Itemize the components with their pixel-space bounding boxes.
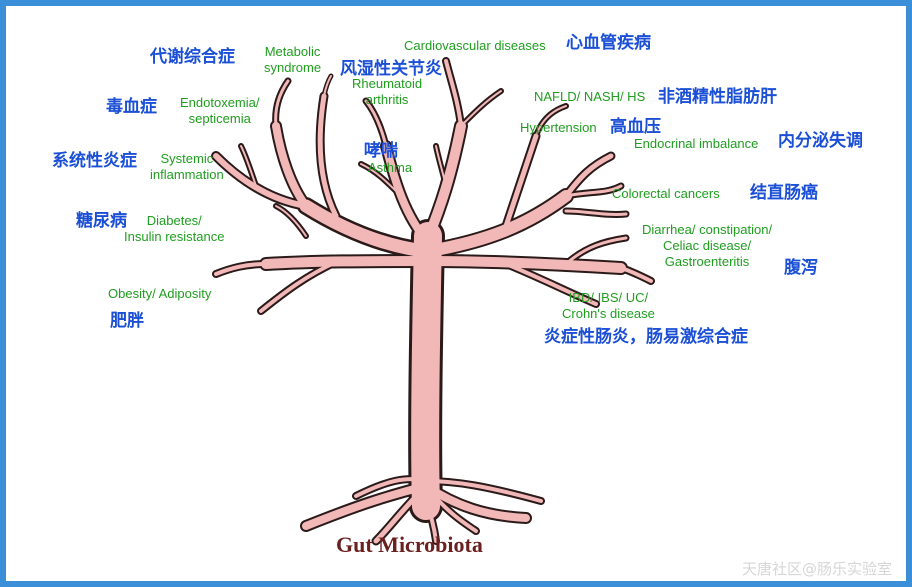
label-asthma-en: Asthma	[368, 160, 413, 175]
label-rheumatoid-zh: 风湿性关节炎	[340, 59, 442, 79]
label-ibd-en: IBD/ IBS/ UC/Crohn's disease	[562, 290, 655, 321]
watermark: 天唐社区@肠乐实验室	[741, 560, 892, 578]
label-metabolic-syndrome-zh: 代谢综合症	[150, 47, 235, 67]
label-nafld-zh: 非酒精性脂肪肝	[658, 87, 777, 107]
label-diabetes-en: Diabetes/Insulin resistance	[124, 213, 225, 244]
label-nafld-en: NAFLD/ NASH/ HS	[534, 89, 646, 104]
tree-fill-strokes	[213, 59, 653, 544]
label-diarrhea-en: Diarrhea/ constipation/Celiac disease/Ga…	[642, 222, 773, 269]
label-diabetes-zh: 糖尿病	[76, 211, 127, 231]
label-endocrinal-zh: 内分泌失调	[778, 131, 863, 151]
label-endocrinal-en: Endocrinal imbalance	[634, 136, 759, 151]
label-hypertension-en: Hypertension	[520, 120, 597, 135]
label-diarrhea-zh: 腹泻	[784, 258, 818, 278]
label-systemic-zh: 系统性炎症	[52, 151, 137, 171]
label-endotoxemia-en: Endotoxemia/septicemia	[180, 95, 260, 126]
microbiota-tree	[211, 57, 655, 546]
label-colorectal-zh: 结直肠癌	[750, 183, 818, 203]
label-obesity-en: Obesity/ Adiposity	[108, 286, 212, 301]
root-label-gut-microbiota: Gut Microbiota	[336, 532, 483, 557]
label-colorectal-en: Colorectal cancers	[612, 186, 720, 201]
label-cardiovascular-zh: 心血管疾病	[566, 33, 651, 53]
label-cardiovascular-en: Cardiovascular diseases	[404, 38, 546, 53]
label-endotoxemia-zh: 毒血症	[106, 97, 157, 117]
tree-outline	[211, 57, 655, 546]
label-obesity-zh: 肥胖	[110, 311, 144, 331]
label-hypertension-zh: 高血压	[610, 117, 661, 137]
label-asthma-zh: 哮喘	[364, 141, 398, 161]
label-ibd-zh: 炎症性肠炎，肠易激综合症	[544, 327, 748, 347]
